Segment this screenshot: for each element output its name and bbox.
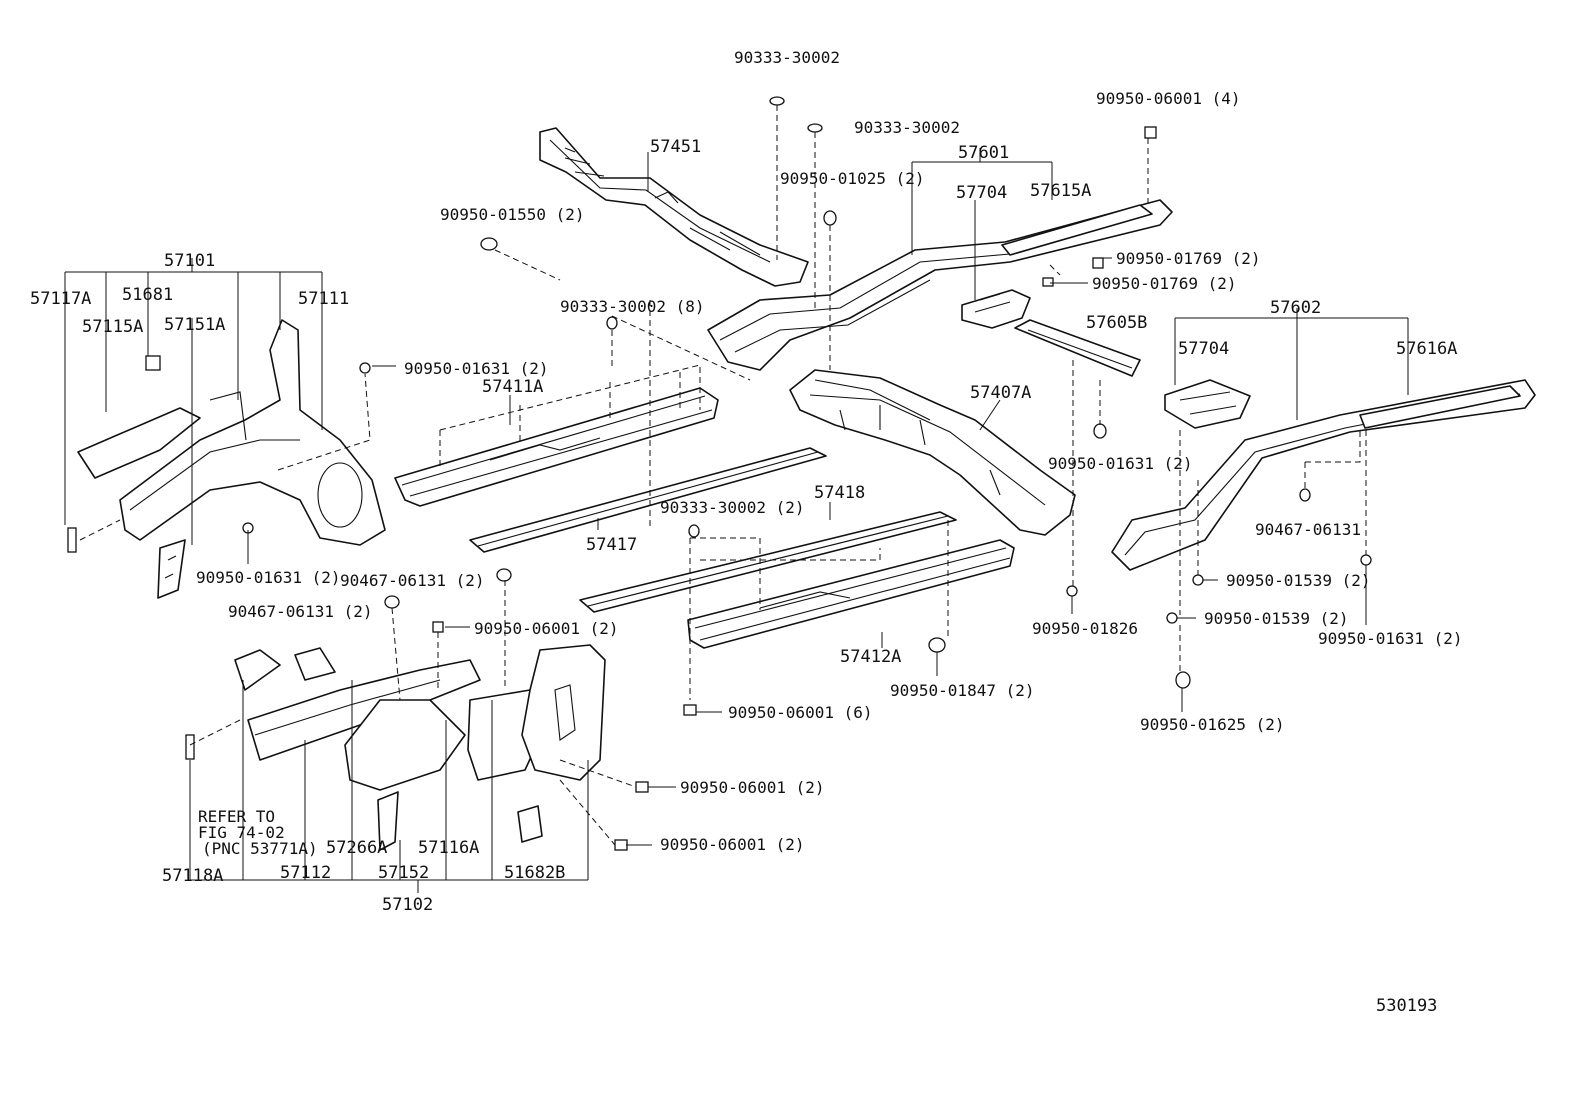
plug-90950-01769-a (1092, 257, 1104, 269)
part-57407A (789, 369, 1076, 536)
label-90950-06001-6: 90950-06001 (6) (728, 703, 873, 722)
part-57102 (234, 644, 606, 851)
clip-90950-01631-a (359, 362, 371, 374)
clip-57117A (67, 527, 77, 553)
label-90950-01631-2-a: 90950-01631 (2) (404, 359, 549, 378)
label-90950-06001-4: 90950-06001 (4) (1096, 89, 1241, 108)
label-57602: 57602 (1270, 298, 1321, 318)
plug-90950-06001-4 (1144, 126, 1157, 139)
label-57116A: 57116A (418, 838, 479, 858)
plug-90950-06001-2-c (614, 839, 628, 851)
part-57605B (1014, 319, 1141, 377)
label-90950-01631-2-c: 90950-01631 (2) (196, 568, 341, 587)
label-90467-06131-2-a: 90467-06131 (2) (340, 571, 485, 590)
label-90950-06001-2-b: 90950-06001 (2) (680, 778, 825, 797)
bolt-90950-01631-d (1360, 554, 1372, 566)
label-57411A: 57411A (482, 377, 543, 397)
label-57605B: 57605B (1086, 313, 1147, 333)
label-90333-30002-2: 90333-30002 (2) (660, 498, 805, 517)
label-90950-01631-2-b: 90950-01631 (2) (1048, 454, 1193, 473)
label-57407A: 57407A (970, 383, 1031, 403)
label-57111: 57111 (298, 289, 349, 309)
part-57601 (707, 199, 1173, 371)
part-57412A (687, 539, 1015, 649)
plug-90950-06001-2-a (432, 621, 444, 633)
label-57601: 57601 (958, 143, 1009, 163)
plug-90467-06131 (1299, 488, 1311, 502)
label-90333-30002-a: 90333-30002 (734, 48, 840, 67)
label-refer-line3: (PNC 53771A) (202, 839, 318, 858)
plug-90950-01550 (480, 237, 498, 251)
label-refer-line2: FIG 74-02 (198, 823, 285, 842)
label-57102: 57102 (382, 895, 433, 915)
label-57704-a: 57704 (956, 183, 1007, 203)
label-90950-01826: 90950-01826 (1032, 619, 1138, 638)
part-57101 (77, 319, 386, 599)
label-90950-06001-2-a: 90950-06001 (2) (474, 619, 619, 638)
clip-90950-01539-a (1192, 574, 1204, 586)
label-57152: 57152 (378, 863, 429, 883)
part-57602 (1111, 379, 1536, 571)
label-90950-01539-2-a: 90950-01539 (2) (1226, 571, 1371, 590)
plug-90950-01847 (928, 637, 946, 653)
label-57112: 57112 (280, 863, 331, 883)
label-90950-01550-2: 90950-01550 (2) (440, 205, 585, 224)
label-90950-01025-2: 90950-01025 (2) (780, 169, 925, 188)
part-57418 (579, 511, 957, 613)
label-57704-b: 57704 (1178, 339, 1229, 359)
plug-90950-01769-b (1042, 277, 1054, 287)
label-90950-01847-2: 90950-01847 (2) (890, 681, 1035, 700)
plug-90467-06131-a (496, 568, 512, 582)
leader-lines (64, 105, 1409, 893)
label-57412A: 57412A (840, 647, 901, 667)
label-57266A: 57266A (326, 838, 387, 858)
label-90950-01769-2-b: 90950-01769 (2) (1092, 274, 1237, 293)
clip-51681 (145, 355, 161, 371)
clip-90333-30002-a (769, 96, 785, 106)
label-57117A: 57117A (30, 289, 91, 309)
label-90950-01625-2: 90950-01625 (2) (1140, 715, 1285, 734)
clip-90333-30002-2 (688, 524, 700, 538)
clip-90333-30002-b (807, 123, 823, 133)
label-90950-01769-2-a: 90950-01769 (2) (1116, 249, 1261, 268)
label-51682B: 51682B (504, 863, 565, 883)
plug-90950-06001-6 (683, 704, 697, 716)
label-90333-30002-8: 90333-30002 (8) (560, 297, 705, 316)
label-57616A: 57616A (1396, 339, 1457, 359)
plug-90467-06131-b (384, 595, 400, 609)
clip-90950-01539-b (1166, 612, 1178, 624)
label-57615A: 57615A (1030, 181, 1091, 201)
label-57101: 57101 (164, 251, 215, 271)
label-57418: 57418 (814, 483, 865, 503)
plug-90950-01025 (823, 210, 837, 226)
label-57417: 57417 (586, 535, 637, 555)
nut-90950-01625 (1175, 671, 1191, 689)
part-57417 (469, 447, 827, 553)
label-90950-01539-2-b: 90950-01539 (2) (1204, 609, 1349, 628)
clip-57118A (185, 734, 195, 760)
label-57118A: 57118A (162, 866, 223, 886)
part-57451 (539, 127, 809, 287)
figure-id: 530193 (1376, 996, 1437, 1016)
label-90950-01631-2-d: 90950-01631 (2) (1318, 629, 1463, 648)
label-51681: 51681 (122, 285, 173, 305)
label-90467-06131: 90467-06131 (1255, 520, 1361, 539)
label-57451: 57451 (650, 137, 701, 157)
callout-labels: 90333-30002 90333-30002 90950-06001 (4) … (30, 48, 1463, 1016)
label-57115A: 57115A (82, 317, 143, 337)
clip-90333-30002-8 (606, 316, 618, 330)
plug-90950-01631-b (1093, 423, 1107, 439)
label-refer-line1: REFER TO (198, 807, 275, 826)
label-57151A: 57151A (164, 315, 225, 335)
bolt-90950-01826 (1066, 585, 1078, 597)
part-drawings (77, 127, 1536, 851)
label-90467-06131-2-b: 90467-06131 (2) (228, 602, 373, 621)
label-90333-30002-b: 90333-30002 (854, 118, 960, 137)
plug-90950-06001-2-b (635, 781, 649, 793)
label-90950-06001-2-c: 90950-06001 (2) (660, 835, 805, 854)
